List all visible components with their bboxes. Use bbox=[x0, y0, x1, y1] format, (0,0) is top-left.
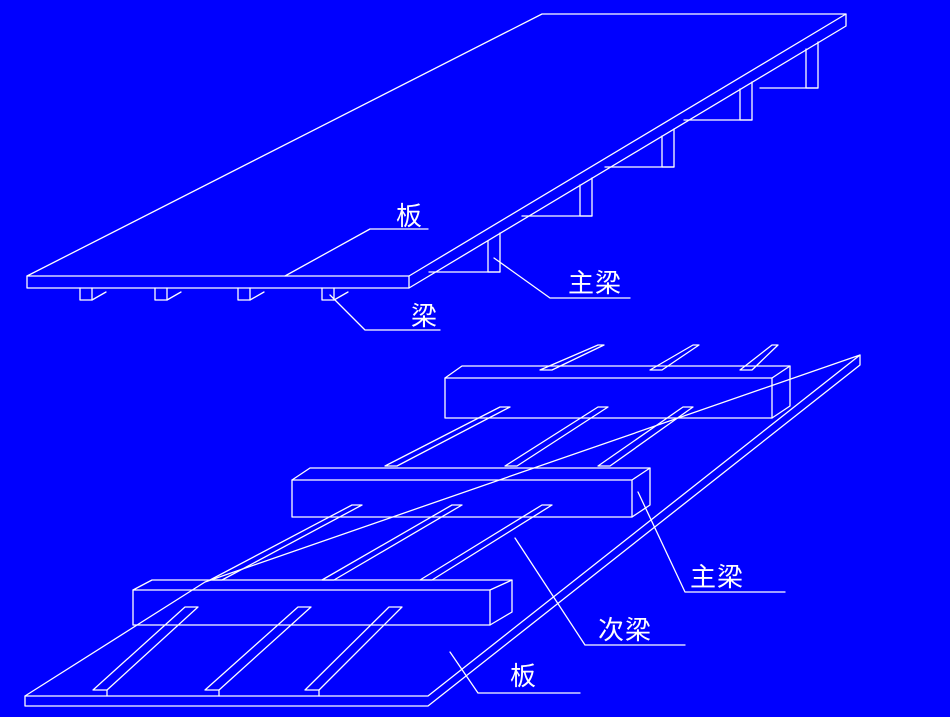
top-main-beams bbox=[428, 41, 819, 273]
bottom-secondary-beam-label: 次梁 bbox=[598, 616, 653, 646]
bottom-main-beam-label: 主梁 bbox=[690, 563, 745, 593]
bottom-ribbed-structure bbox=[24, 344, 861, 707]
top-main-beam-leader bbox=[493, 257, 631, 299]
top-slab-leader bbox=[284, 228, 429, 277]
top-slab-right-edge bbox=[408, 13, 847, 289]
main-beams bbox=[132, 365, 791, 626]
bottom-slab-label: 板 bbox=[510, 662, 538, 692]
top-beam-label: 梁 bbox=[411, 302, 439, 332]
top-slab-beam-structure bbox=[26, 13, 847, 331]
top-slab-top-face bbox=[26, 13, 847, 277]
bottom-slab-top-face bbox=[24, 354, 861, 697]
bottom-slab-thickness bbox=[24, 354, 861, 707]
top-slab-front-edge bbox=[26, 275, 410, 289]
top-main-beam-label: 主梁 bbox=[568, 269, 623, 299]
top-beam-leader bbox=[329, 294, 441, 331]
bottom-secondary-beam-leader bbox=[514, 537, 686, 646]
top-front-beam-stubs bbox=[79, 287, 349, 301]
secondary-beams bbox=[92, 344, 779, 697]
bottom-main-beam-leader bbox=[637, 491, 786, 593]
bottom-slab-leader bbox=[449, 651, 581, 694]
top-slab-label: 板 bbox=[396, 202, 424, 232]
